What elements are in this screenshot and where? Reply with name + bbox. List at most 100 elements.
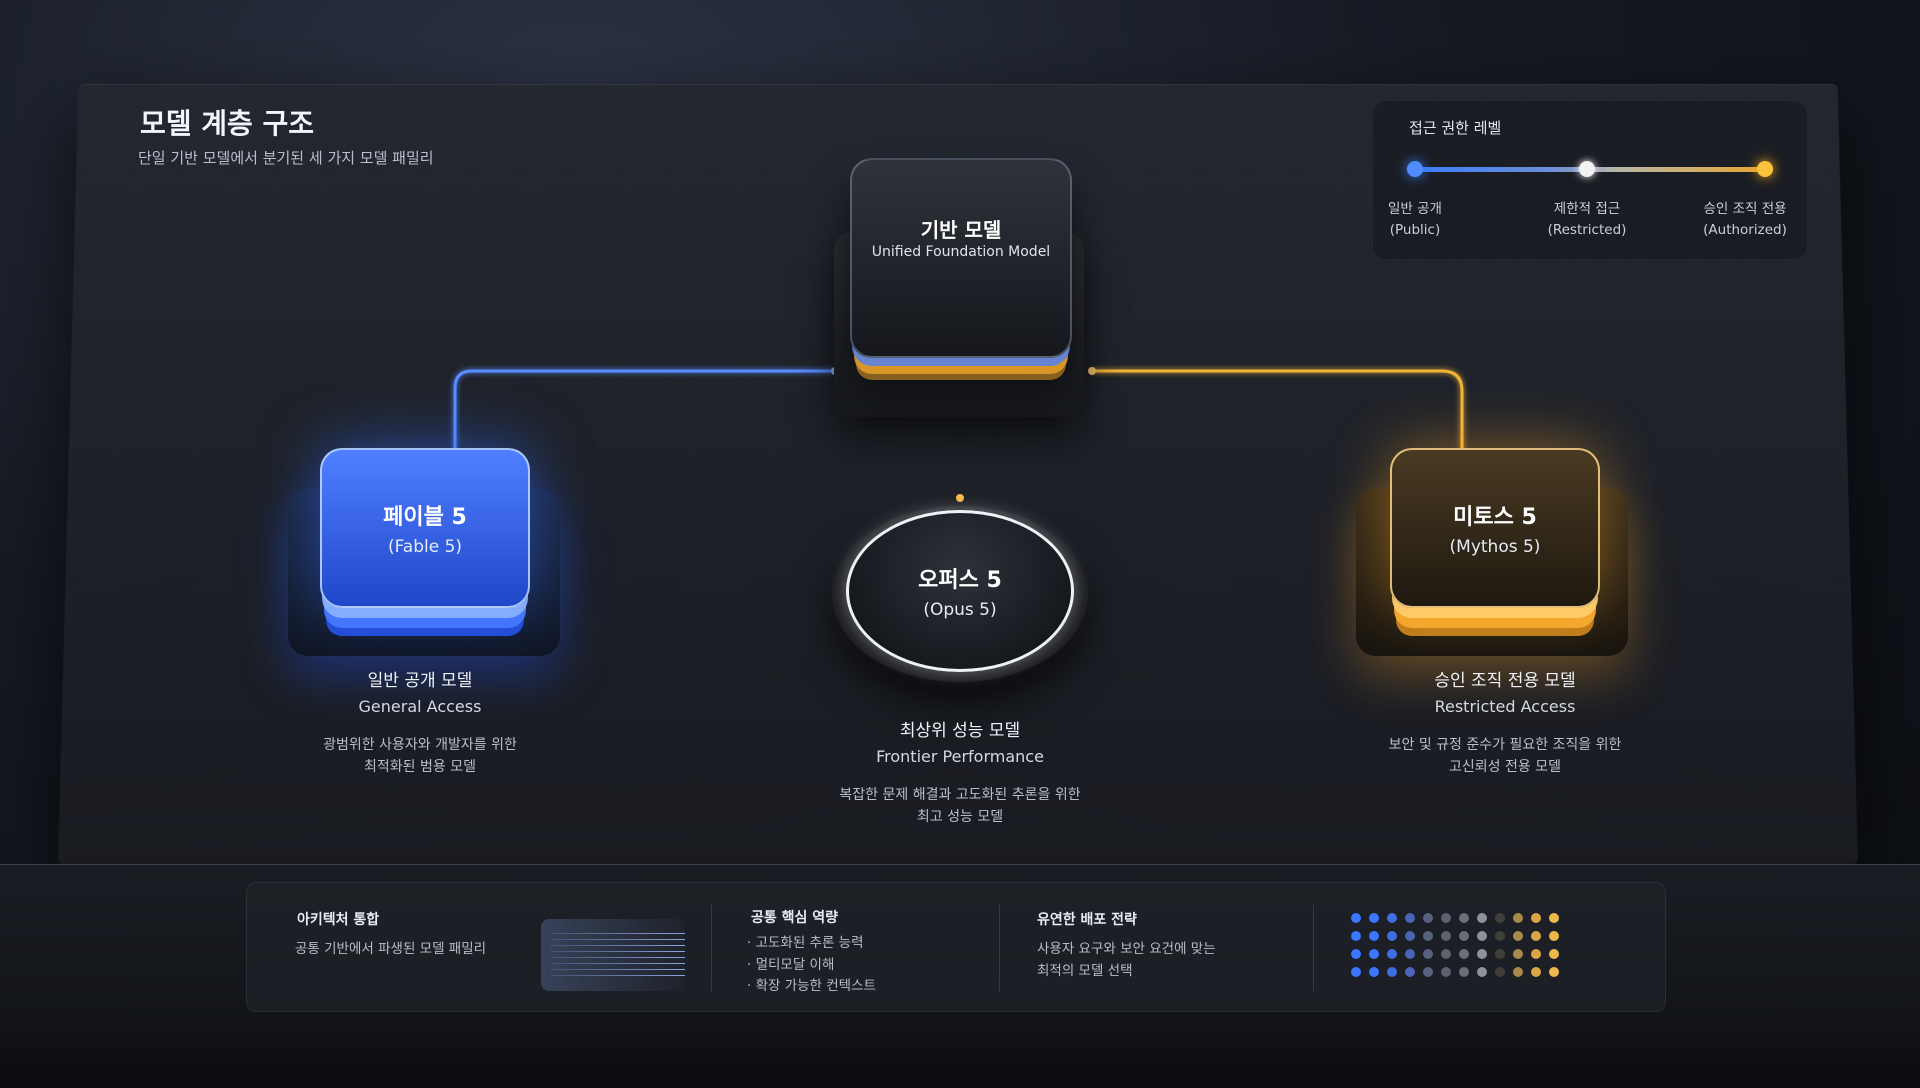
matrix-dot [1495, 913, 1505, 923]
matrix-dot [1387, 949, 1397, 959]
deployment-title: 유연한 배포 전략 [1037, 912, 1137, 928]
matrix-dot [1405, 949, 1415, 959]
mythos-model-node[interactable]: 미토스 5 (Mythos 5) [1390, 448, 1600, 608]
matrix-dot [1369, 931, 1379, 941]
legend-label-restricted-ko: 제한적 접근 [1553, 201, 1621, 217]
summary-panel: 아키텍처 통합 공통 기반에서 파생된 모델 패밀리 공통 핵심 역량 · 고도… [246, 882, 1666, 1012]
foundation-model-title: 기반 모델 [920, 218, 1002, 242]
mythos-caption: 승인 조직 전용 모델 Restricted Access 보안 및 규정 준수… [1340, 666, 1670, 779]
fable-description-line-1: 광범위한 사용자와 개발자를 위한 [323, 737, 517, 753]
legend-label-public-ko: 일반 공개 [1388, 201, 1442, 217]
matrix-dot [1423, 931, 1433, 941]
mythos-caption-ko: 승인 조직 전용 모델 [1434, 671, 1576, 691]
mythos-model-name: 미토스 5 [1453, 505, 1537, 530]
matrix-dot [1549, 967, 1559, 977]
fable-caption-en: General Access [358, 697, 482, 716]
matrix-dot [1549, 931, 1559, 941]
page-title: 모델 계층 구조 [140, 107, 315, 140]
opus-description-line-1: 복잡한 문제 해결과 고도화된 추론을 위한 [839, 787, 1081, 803]
fable-model-eng: (Fable 5) [387, 537, 463, 557]
mythos-description-line-1: 보안 및 규정 준수가 필요한 조직을 위한 [1388, 737, 1622, 753]
matrix-dot [1477, 931, 1487, 941]
matrix-dot [1513, 949, 1523, 959]
core-capabilities-title: 공통 핵심 역량 [751, 910, 839, 926]
matrix-dot [1351, 931, 1361, 941]
matrix-dot [1423, 913, 1433, 923]
matrix-dot [1513, 931, 1523, 941]
matrix-dot [1459, 967, 1469, 977]
core-capability-item: · 고도화된 추론 능력 [747, 935, 864, 951]
matrix-dot [1441, 913, 1451, 923]
architecture-title: 아키텍처 통합 [297, 912, 380, 928]
fable-model-name: 페이블 5 [383, 505, 467, 530]
matrix-dot [1441, 967, 1451, 977]
matrix-dot [1387, 931, 1397, 941]
legend-title: 접근 권한 레벨 [1409, 119, 1502, 137]
restricted-level-dot [1579, 161, 1595, 177]
matrix-dot [1531, 967, 1541, 977]
access-level-legend: 접근 권한 레벨 일반 공개 (Public) 제한적 접근 (Restrict… [1372, 100, 1808, 260]
matrix-dot [1441, 931, 1451, 941]
matrix-dot [1369, 967, 1379, 977]
matrix-dot [1459, 913, 1469, 923]
legend-label-restricted-en: (Restricted) [1547, 221, 1627, 238]
fable-model-node[interactable]: 페이블 5 (Fable 5) [320, 448, 530, 608]
matrix-dot [1495, 967, 1505, 977]
legend-label-public-en: (Public) [1389, 221, 1441, 238]
opus-model-eng: (Opus 5) [923, 600, 997, 620]
matrix-dot [1531, 913, 1541, 923]
matrix-dot [1495, 931, 1505, 941]
deployment-text-line-1: 사용자 요구와 보안 요건에 맞는 [1037, 941, 1216, 957]
matrix-dot [1351, 913, 1361, 923]
panel-divider-2 [999, 905, 1000, 991]
matrix-dot [1531, 949, 1541, 959]
legend-label-authorized: 승인 조직 전용 (Authorized) [1685, 199, 1805, 241]
fable-caption: 일반 공개 모델 General Access 광범위한 사용자와 개발자를 위… [260, 666, 580, 779]
matrix-dot [1513, 967, 1523, 977]
matrix-dot [1351, 967, 1361, 977]
matrix-dot [1423, 967, 1433, 977]
matrix-dot [1549, 949, 1559, 959]
matrix-dot [1477, 949, 1487, 959]
fable-description-line-2: 최적화된 범용 모델 [364, 759, 476, 776]
matrix-dot [1459, 949, 1469, 959]
core-capability-item: · 확장 가능한 컨텍스트 [747, 978, 876, 995]
opus-caption-en: Frontier Performance [876, 747, 1044, 766]
matrix-dot [1387, 967, 1397, 977]
matrix-dot [1495, 949, 1505, 959]
mythos-caption-en: Restricted Access [1434, 697, 1576, 716]
deployment-text-line-2: 최적의 모델 선택 [1037, 962, 1133, 979]
matrix-dot [1369, 913, 1379, 923]
access-dot-matrix-icon [1351, 913, 1567, 977]
opus-model-name: 오퍼스 5 [918, 568, 1002, 593]
opus-caption: 최상위 성능 모델 Frontier Performance 복잡한 문제 해결… [790, 716, 1130, 829]
legend-label-public: 일반 공개 (Public) [1355, 199, 1475, 241]
legend-label-restricted: 제한적 접근 (Restricted) [1527, 199, 1647, 241]
opus-caption-ko: 최상위 성능 모델 [899, 721, 1021, 741]
core-capability-item: · 멀티모달 이해 [747, 956, 835, 973]
matrix-dot [1351, 949, 1361, 959]
architecture-text: 공통 기반에서 파생된 모델 패밀리 [295, 941, 487, 957]
matrix-dot [1477, 913, 1487, 923]
matrix-dot [1441, 949, 1451, 959]
legend-label-authorized-en: (Authorized) [1703, 221, 1787, 238]
mythos-description-line-2: 고신뢰성 전용 모델 [1449, 759, 1561, 776]
matrix-dot [1459, 931, 1469, 941]
matrix-dot [1477, 967, 1487, 977]
foundation-model-subtitle: Unified Foundation Model [871, 244, 1051, 260]
matrix-dot [1405, 931, 1415, 941]
opus-description-line-2: 최고 성능 모델 [916, 809, 1004, 826]
foundation-model-node[interactable]: 기반 모델 Unified Foundation Model [850, 158, 1072, 358]
page-subtitle: 단일 기반 모델에서 분기된 세 가지 모델 패밀리 [138, 149, 434, 167]
legend-label-authorized-ko: 승인 조직 전용 [1703, 201, 1787, 217]
matrix-dot [1369, 949, 1379, 959]
matrix-dot [1423, 949, 1433, 959]
matrix-dot [1387, 913, 1397, 923]
public-level-dot [1407, 161, 1423, 177]
authorized-level-dot [1757, 161, 1773, 177]
matrix-dot [1531, 931, 1541, 941]
opus-model-node[interactable]: 오퍼스 5 (Opus 5) [846, 510, 1074, 672]
layer-stack-icon [541, 919, 685, 991]
matrix-dot [1405, 967, 1415, 977]
deployment-text: 사용자 요구와 보안 요건에 맞는 최적의 모델 선택 [1037, 939, 1216, 982]
